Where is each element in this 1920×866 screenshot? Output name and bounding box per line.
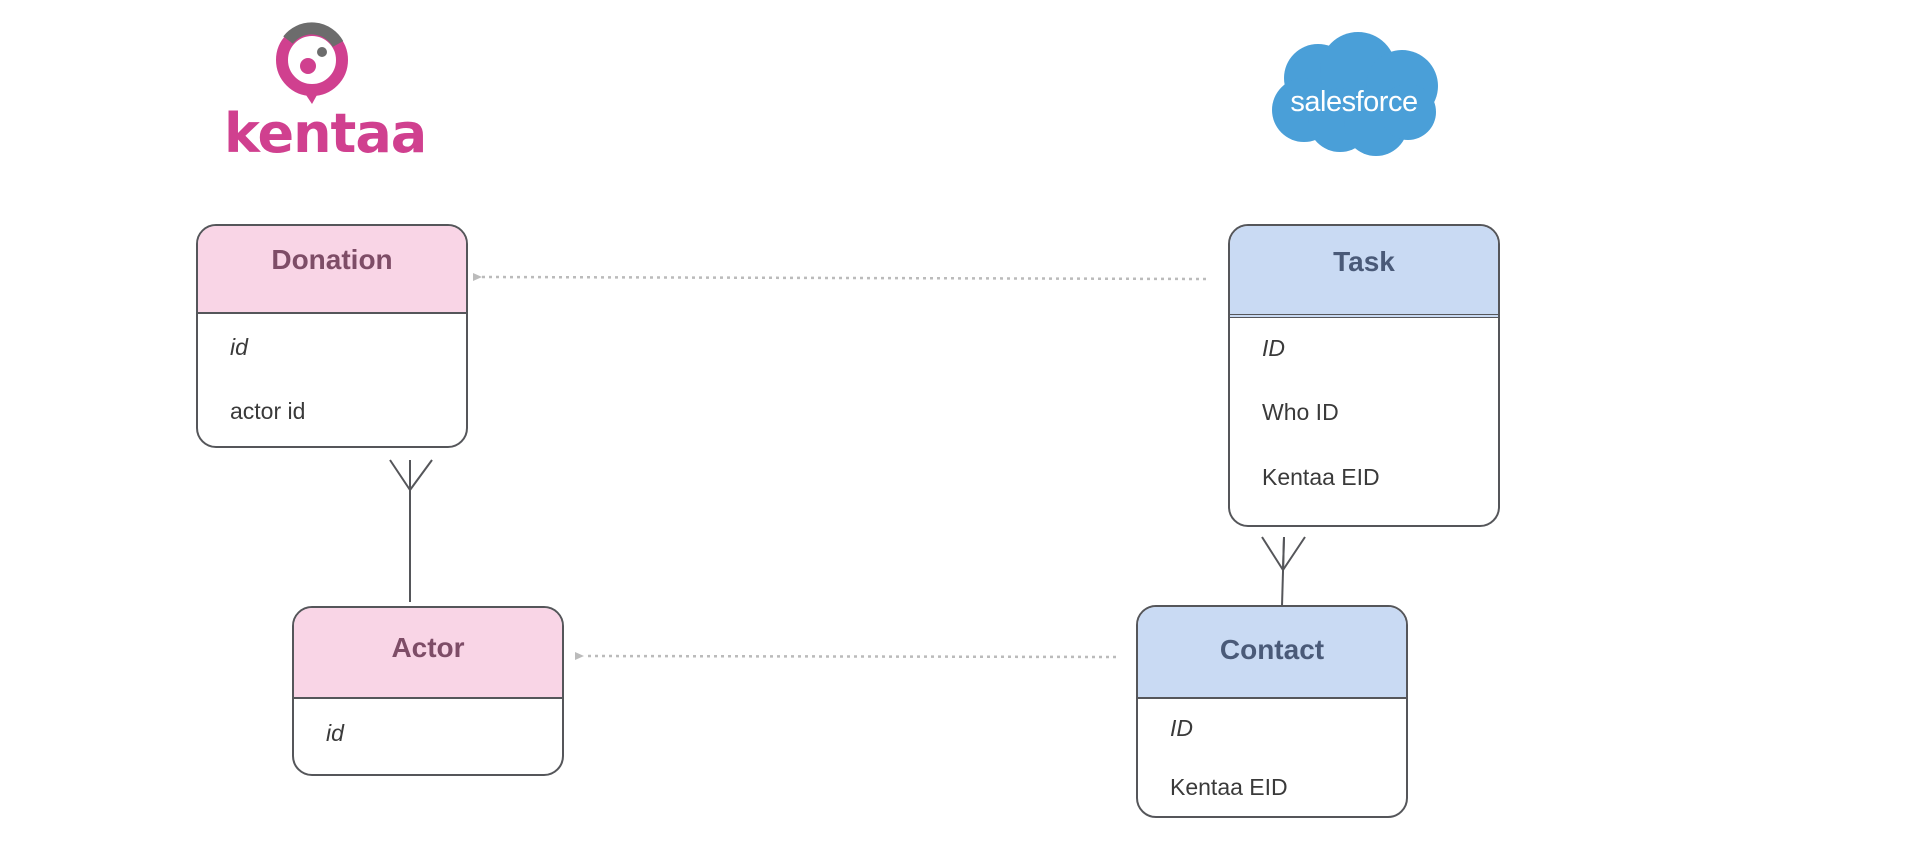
task-field-who-id: Who ID [1262, 399, 1339, 425]
task-to-donation-arrow [472, 272, 1207, 281]
donation-field-actor-id: actor id [230, 398, 306, 424]
kentaa-wordmark: kentaa [224, 102, 427, 165]
contact-field-id: ID [1170, 715, 1193, 741]
task-entity: Task ID Who ID Kentaa EID [1228, 224, 1500, 527]
actor-field-id: id [326, 720, 344, 746]
contact-entity: Contact ID Kentaa EID [1136, 605, 1408, 818]
donation-title: Donation [198, 226, 466, 314]
kentaa-logo-icon [276, 22, 348, 104]
salesforce-logo: salesforce [1268, 28, 1440, 156]
contact-field-kentaa-eid: Kentaa EID [1170, 774, 1288, 800]
salesforce-cloud-icon [1272, 32, 1438, 156]
donation-entity: Donation id actor id [196, 224, 468, 448]
salesforce-wordmark: salesforce [1290, 86, 1418, 118]
actor-entity: Actor id [292, 606, 564, 776]
task-field-id: ID [1262, 335, 1285, 361]
actor-donation-relation [389, 459, 433, 602]
donation-field-id: id [230, 334, 248, 360]
contact-to-actor-arrow [574, 651, 1117, 660]
actor-title: Actor [294, 608, 562, 699]
task-field-kentaa-eid: Kentaa EID [1262, 464, 1380, 490]
task-title: Task [1230, 226, 1498, 318]
kentaa-logo: kentaa [220, 20, 427, 164]
contact-title: Contact [1138, 607, 1406, 699]
contact-task-relation [1261, 536, 1306, 607]
